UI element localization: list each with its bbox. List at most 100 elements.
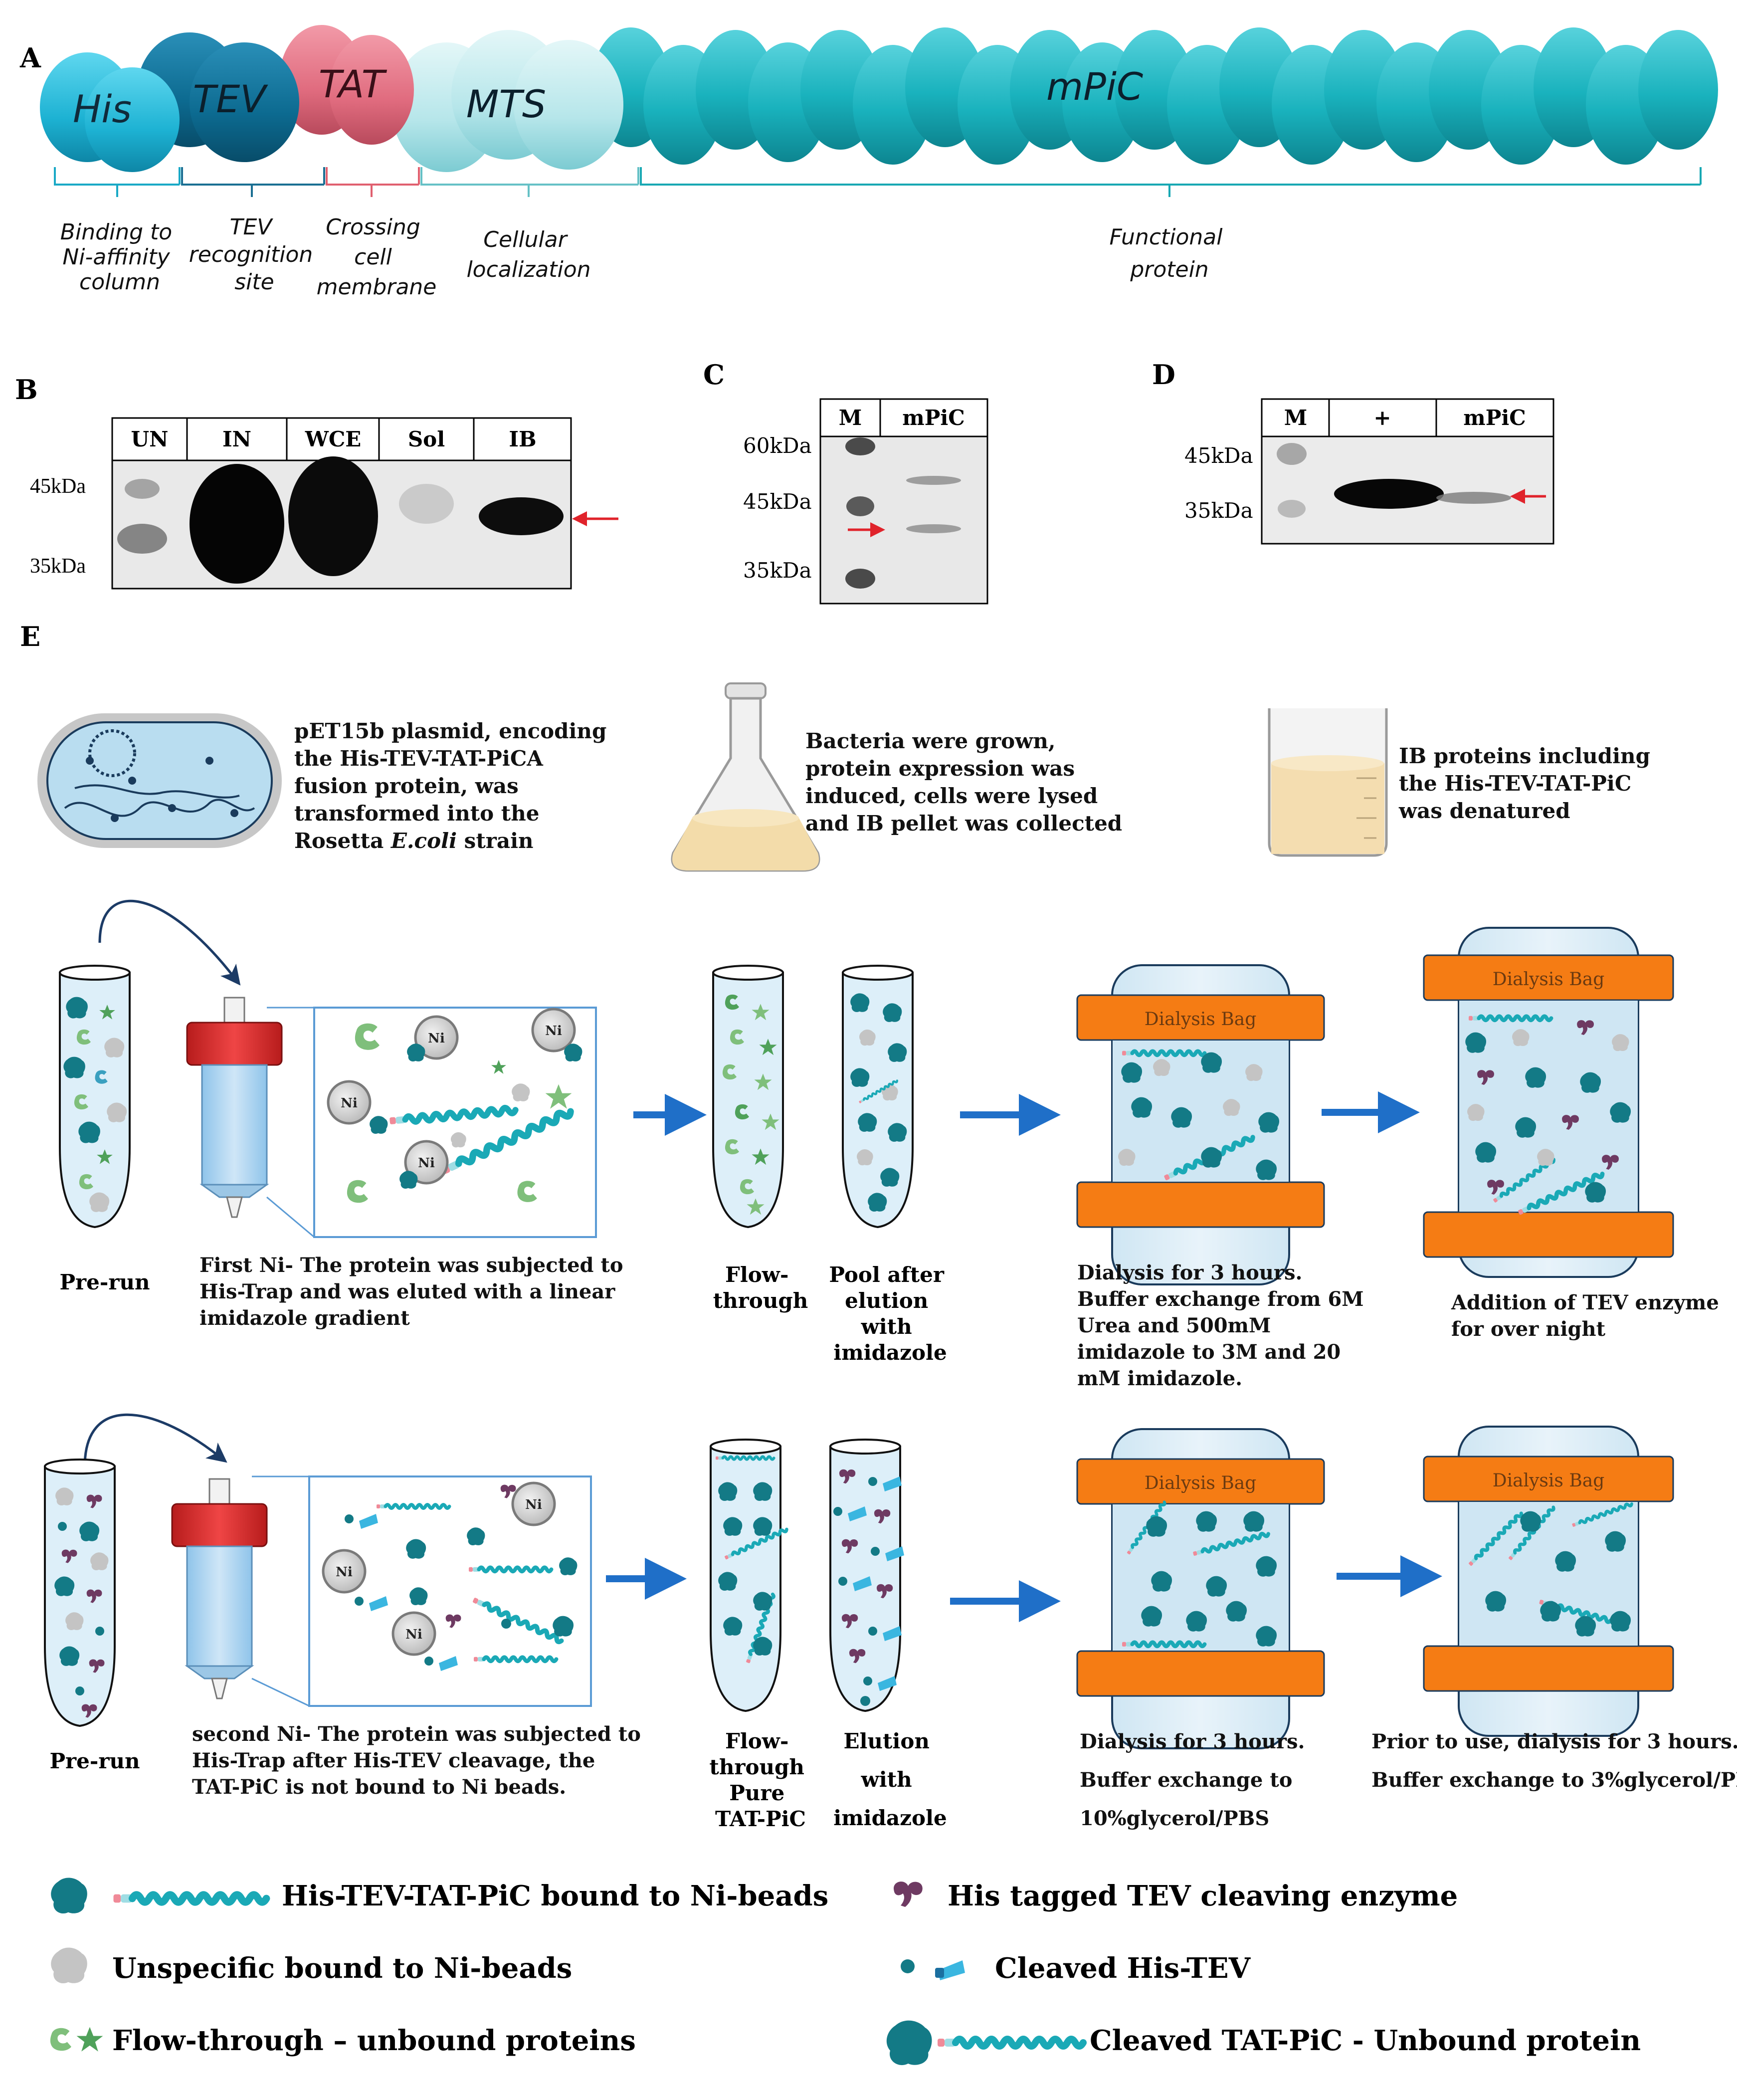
flowthrough-icon <box>50 2027 103 2052</box>
cleaved-his-tev-tag <box>883 1476 902 1491</box>
blot-b-marker-45: 45kDa <box>30 475 86 498</box>
panel-c: C M mPiC 60kDa 45kDa 35kDa <box>703 359 988 605</box>
ni-bead-label: Ni <box>418 1156 435 1171</box>
blot-b-lane-ib: IB <box>509 427 536 451</box>
segment-braces <box>54 167 1702 197</box>
step3-text: IB proteins including the His-TEV-TAT-Pi… <box>1398 744 1658 823</box>
blot-c-lane-mpic: mPiC <box>902 406 965 430</box>
ni-bead-label: Ni <box>545 1024 562 1039</box>
blot-b-lane-un: UN <box>131 427 168 451</box>
cleaved-tatpic-icon <box>886 2020 1083 2066</box>
cleaved-his-tev-icon <box>901 1959 965 1980</box>
row2-dialysis-bag-label: Dialysis Bag <box>1145 1473 1257 1493</box>
cleaved-his-tev <box>860 1696 870 1706</box>
legend-label-bound: His-TEV-TAT-PiC bound to Ni-beads <box>282 1880 828 1912</box>
row2-elution-tube <box>829 1439 904 1712</box>
blot-c-membrane <box>819 435 988 605</box>
ni-bead <box>391 1611 436 1656</box>
row2-elution-label: Elution with imidazole <box>833 1729 947 1830</box>
bound-protein-icon <box>51 1878 266 1914</box>
blot-b-lane-sol: Sol <box>408 427 445 451</box>
segment-label-tat: TAT <box>319 62 387 106</box>
cleaved-his-tev <box>838 1577 847 1586</box>
cleaved-his-tev <box>355 1597 364 1606</box>
blot-c-marker-45: 45kDa <box>743 489 812 514</box>
blot-c-marker-60: 60kDa <box>743 433 812 458</box>
blot-d-lane-plus: + <box>1373 406 1391 430</box>
ni-bead-label: Ni <box>405 1627 422 1642</box>
cleaved-his-tev <box>868 1627 877 1636</box>
description-tat: Crossing cell membrane <box>317 214 437 300</box>
row1-dialysis-bag-label: Dialysis Bag <box>1145 1009 1257 1030</box>
panel-e: E pET15b plasmid, encoding the His-TEV-T… <box>20 621 1737 2066</box>
panel-label-a: A <box>19 42 41 74</box>
row1-tev-text: Addition of TEV enzyme for over night <box>1451 1291 1726 1341</box>
row2-final-dialysis-bag-label: Dialysis Bag <box>1493 1470 1605 1491</box>
panel-label-c: C <box>703 359 725 391</box>
ni-bead <box>414 1015 459 1060</box>
panel-a: A His TEV TAT MTS mPiC <box>19 25 1718 300</box>
ni-bead-label: Ni <box>428 1031 445 1046</box>
mts-segment <box>391 30 623 172</box>
blot-c-lane-header <box>819 398 988 437</box>
row1-tev-dialysis-bag-label: Dialysis Bag <box>1493 969 1605 990</box>
cleaved-his-tev-tag <box>853 1576 872 1591</box>
row2-final-dialysis-bag <box>1423 1426 1674 1737</box>
row1-prerun-tube <box>59 965 131 1229</box>
ni-bead <box>511 1481 556 1526</box>
flask-icon <box>671 682 820 872</box>
cleaved-his-tev-tag <box>359 1514 378 1529</box>
segment-label-mpic: mPiC <box>1046 64 1143 109</box>
row1-dialysis-bag <box>1076 964 1325 1285</box>
cleaved-his-tev-tag <box>878 1676 897 1691</box>
row2: Pre-run second Ni- The protein was subje… <box>44 1413 1737 1831</box>
step2-text: Bacteria were grown, protein expression … <box>805 729 1122 836</box>
row2-ni-text: second Ni- The protein was subjected to … <box>192 1722 648 1799</box>
ni-bead <box>404 1140 449 1185</box>
panel-label-b: B <box>15 374 38 406</box>
legend-label-cleaved-tatpic: Cleaved TAT-PiC - Unbound protein <box>1090 2024 1641 2057</box>
beaker-icon <box>1268 708 1388 857</box>
cleaved-his-tev-tag <box>883 1626 902 1641</box>
row1: Pre-run First Ni- The protein was subjec… <box>59 899 1726 1390</box>
blot-d-lane-m: M <box>1284 406 1308 430</box>
ni-bead <box>322 1549 367 1594</box>
cleaved-his-tev-tag <box>848 1506 867 1521</box>
row2-transfer-arrow <box>83 1413 227 1467</box>
cleaved-his-tev <box>424 1657 433 1666</box>
row1-prerun-label: Pre-run <box>59 1270 150 1294</box>
blot-d-marker-45: 45kDa <box>1184 443 1253 468</box>
cleaved-his-tev <box>863 1677 872 1685</box>
row1-flow-tube <box>712 965 784 1229</box>
segment-label-mts: MTS <box>466 82 546 126</box>
panel-b: B UN IN WCE Sol IB 45kDa 35kDa <box>15 374 618 590</box>
segment-label-tev: TEV <box>193 77 268 121</box>
blot-d-lane-mpic: mPiC <box>1463 406 1526 430</box>
blot-b-lane-wce: WCE <box>305 427 362 451</box>
bacterium-icon <box>37 713 282 848</box>
row1-flow-label: Flow- through <box>713 1262 808 1313</box>
row2-prerun-tube <box>44 1459 116 1727</box>
blot-d-marker-35: 35kDa <box>1184 498 1253 523</box>
ni-bead-label: Ni <box>525 1497 542 1512</box>
panel-label-d: D <box>1152 359 1175 391</box>
row1-dialysis-text: Dialysis for 3 hours. Buffer exchange fr… <box>1077 1261 1371 1390</box>
ni-bead-label: Ni <box>341 1096 358 1111</box>
row2-flow-label: Flow- through Pure TAT-PiC <box>709 1729 811 1831</box>
description-mpic: Functional protein <box>1110 224 1230 282</box>
row1-pool-label: Pool after elution with imidazole <box>829 1262 951 1365</box>
row2-dialysis-text: Dialysis for 3 hours. Buffer exchange to… <box>1080 1730 1312 1830</box>
blot-d-membrane <box>1261 435 1554 545</box>
step1-text: pET15b plasmid, encoding the His-TEV-TAT… <box>294 719 614 853</box>
row1-tev-dialysis-bag <box>1423 927 1674 1278</box>
cleaved-his-tev <box>58 1522 67 1531</box>
mpic-segment <box>591 27 1718 165</box>
legend-label-unspecific: Unspecific bound to Ni-beads <box>112 1952 572 1985</box>
blot-c-lane-m: M <box>839 406 862 430</box>
row2-prerun-label: Pre-run <box>49 1749 140 1773</box>
legend-label-flowthrough: Flow-through – unbound proteins <box>112 2024 636 2057</box>
cleaved-his-tev <box>501 1619 511 1629</box>
